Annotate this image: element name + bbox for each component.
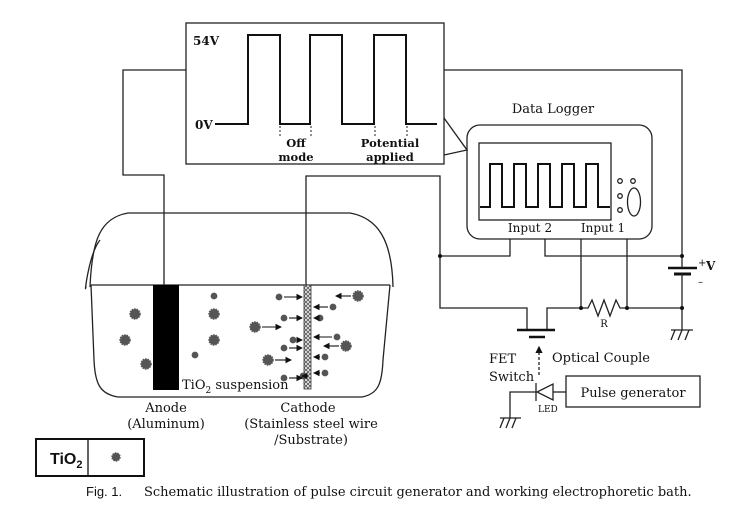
logger-knob-4 <box>617 207 623 213</box>
tio2-particle <box>280 344 288 352</box>
anode-label-line1: Anode <box>144 401 187 416</box>
cathode-label-line1: Cathode <box>280 401 335 416</box>
input2-label: Input 2 <box>508 221 552 235</box>
bath-lid-edge-left <box>84 239 101 290</box>
waveform-inset: 54V 0V Off mode Potential applied <box>185 22 469 165</box>
waveform-box <box>185 22 445 165</box>
legend: TiO2 <box>35 438 145 477</box>
pulse-generator-box <box>565 375 701 408</box>
tio2-particle <box>280 314 288 322</box>
fet-label-line1: FET <box>489 352 517 367</box>
off-label-line2: mode <box>278 150 313 164</box>
cathode-wire <box>305 175 441 285</box>
tio2-particle <box>140 358 152 370</box>
bath-vessel <box>90 284 391 398</box>
data-logger-title: Data Logger <box>512 102 595 117</box>
tio2-particle <box>321 369 329 377</box>
data-logger-screen <box>478 142 612 221</box>
circuit-wiring: R + V – <box>122 69 716 341</box>
tio2-particle <box>340 340 352 352</box>
tio2-particle <box>352 290 364 302</box>
anode-wire <box>122 69 186 285</box>
tio2-particle <box>129 308 141 320</box>
fet-drain-wire <box>439 256 528 330</box>
data-logger: Data Logger Input 2 Input 1 <box>466 102 653 240</box>
cathode-electrode <box>303 284 312 390</box>
input2-lead-neg <box>440 239 511 257</box>
led-label: LED <box>538 405 558 415</box>
tio2-particle <box>210 292 218 300</box>
battery-minus-sign: – <box>698 277 703 288</box>
tio2-particle <box>280 374 288 382</box>
caption-number: Fig. 1. <box>86 484 122 499</box>
tio2-particle <box>249 321 261 333</box>
pulse-generator-label: Pulse generator <box>580 386 686 401</box>
tio2-particle <box>316 314 324 322</box>
low-voltage-label: 0V <box>195 118 213 132</box>
tio2-particle <box>333 333 341 341</box>
suspension-label: TiO2 suspension <box>182 378 289 396</box>
tio2-particle <box>191 351 199 359</box>
fet-source-wire <box>546 307 581 330</box>
logger-dial <box>626 187 642 217</box>
tio2-particles <box>119 290 364 382</box>
pulse-waveform <box>215 34 437 125</box>
callout-pointer <box>443 117 469 156</box>
fet-switch: FET Switch Optical Couple <box>489 328 650 385</box>
cathode-label-line2: (Stainless steel wire <box>244 417 378 432</box>
logger-knob-2 <box>630 178 636 184</box>
tio2-particle <box>321 353 329 361</box>
resistor-label: R <box>600 319 608 330</box>
pulse-generator: Pulse generator <box>565 375 701 408</box>
cathode-label-line3: /Substrate) <box>274 433 348 448</box>
input1-label: Input 1 <box>581 221 625 235</box>
junction-dot <box>625 306 629 310</box>
battery-voltage-label: V <box>705 259 716 273</box>
legend-box <box>35 438 145 477</box>
tio2-particle <box>111 452 121 462</box>
tio2-particle <box>275 293 283 301</box>
anode-electrode <box>153 285 179 390</box>
led-triangle-icon <box>535 382 554 402</box>
led: LED <box>499 382 566 429</box>
junction-dot <box>680 254 684 258</box>
electrophoretic-bath: TiO2 suspension <box>84 212 394 398</box>
tio2-particle <box>289 336 297 344</box>
logger-knob-3 <box>617 193 623 199</box>
legend-label: TiO2 <box>50 451 83 471</box>
on-label-line2: applied <box>366 150 414 164</box>
tio2-particle <box>208 308 220 320</box>
tio2-particle <box>208 334 220 346</box>
junction-dot <box>680 306 684 310</box>
off-label-line1: Off <box>286 136 307 150</box>
anode-label-line2: (Aluminum) <box>127 417 205 432</box>
bath-lid <box>89 212 394 288</box>
tio2-particle <box>329 303 337 311</box>
tio2-particle <box>119 334 131 346</box>
caption-text: Schematic illustration of pulse circuit … <box>144 485 692 500</box>
on-label-line1: Potential <box>361 136 420 150</box>
optical-couple-label: Optical Couple <box>552 351 650 366</box>
fet-label-line2: Switch <box>489 370 535 385</box>
tio2-particle <box>262 354 274 366</box>
logger-knob-1 <box>617 178 623 184</box>
junction-dot <box>579 306 583 310</box>
data-logger-body <box>466 124 653 240</box>
battery-plus-sign: + <box>698 258 706 269</box>
resistor <box>581 298 627 318</box>
input2-lead-pos <box>544 239 682 257</box>
ground-icon <box>670 329 693 341</box>
ground-icon <box>499 417 521 429</box>
high-voltage-label: 54V <box>193 34 220 48</box>
migration-arrows <box>262 292 351 382</box>
legend-particle-icon <box>111 452 121 462</box>
junction-dot <box>438 254 442 258</box>
logger-waveform <box>480 163 610 208</box>
battery-wire-top <box>444 69 683 256</box>
led-ground-wire <box>509 391 536 418</box>
